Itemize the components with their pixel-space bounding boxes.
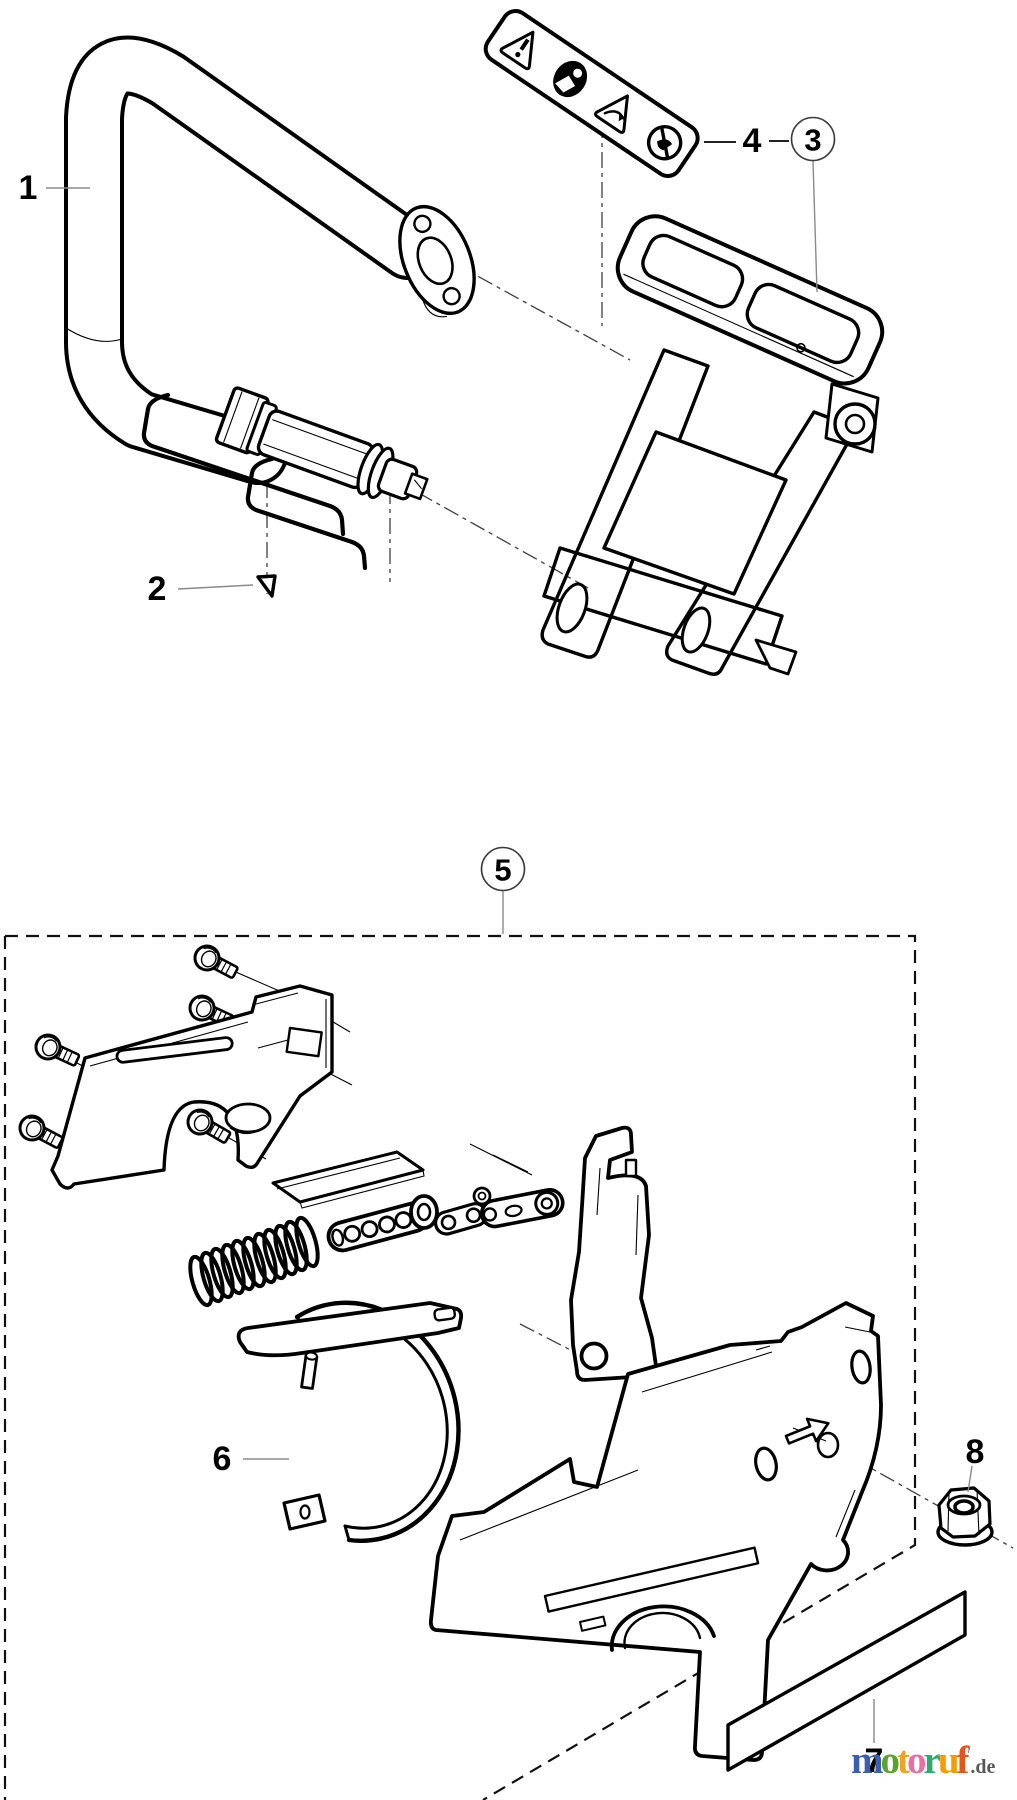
callout-3-hand-guard: 3 [804,123,821,158]
motoruf-logo: motoruf'.de [851,1741,995,1780]
brake-assembly-group [14,940,994,1762]
brake-bracket-plate [50,984,334,1190]
callout-circle [480,846,526,892]
flange-nut [936,1486,994,1547]
callout-6-clamp-band: 6 [213,1440,232,1478]
tubular-handle [64,35,465,485]
gauge-strip [271,1150,425,1209]
callout-8-flange-nut: 8 [966,1433,985,1471]
read-manual-icon [553,60,588,98]
one-hand-prohibition-icon [646,125,683,161]
clamp-band [236,1300,464,1543]
warning-label-sticker [483,9,700,178]
hand-guard-bracket [540,214,885,676]
callout-1-handle: 1 [19,169,38,207]
logo-letter: o [907,1739,926,1782]
logo-letter: m [851,1739,883,1782]
logo-tld: .de [970,1756,996,1778]
logo-letter: u [937,1739,960,1782]
logo-tick: ' [966,1748,971,1763]
callout-7-info-label: 7 [865,1742,884,1780]
handle-damper-cylinder [214,386,429,501]
callout-circle [790,116,836,162]
information-label [726,1590,967,1772]
callouts: 1 2 4 3 5 6 7 8 [19,116,985,1780]
wire-clip [141,392,368,598]
clutch-cover [428,1301,883,1762]
guard-roller [824,382,880,454]
general-warning-triangle-icon [499,30,535,71]
brake-spring [188,1215,320,1308]
screw-icon [14,1110,68,1156]
callout-5-brake-assembly: 5 [494,853,511,888]
brake-lever [569,1125,658,1382]
callout-4-warning-label: 4 [743,122,762,160]
kickback-warning-icon [594,94,629,134]
brake-band-linkage [326,1186,565,1253]
screw-icon [189,940,243,986]
logo-letter: f [956,1739,970,1782]
handle-mount-flange [398,204,476,318]
logo-letter: r [923,1739,941,1782]
callout-2-wire-clip: 2 [148,570,167,608]
screw-icon [30,1029,84,1073]
logo-letter: t [897,1739,910,1782]
logo-letter: o [880,1739,900,1782]
rotation-arrow-icon [784,1417,830,1445]
